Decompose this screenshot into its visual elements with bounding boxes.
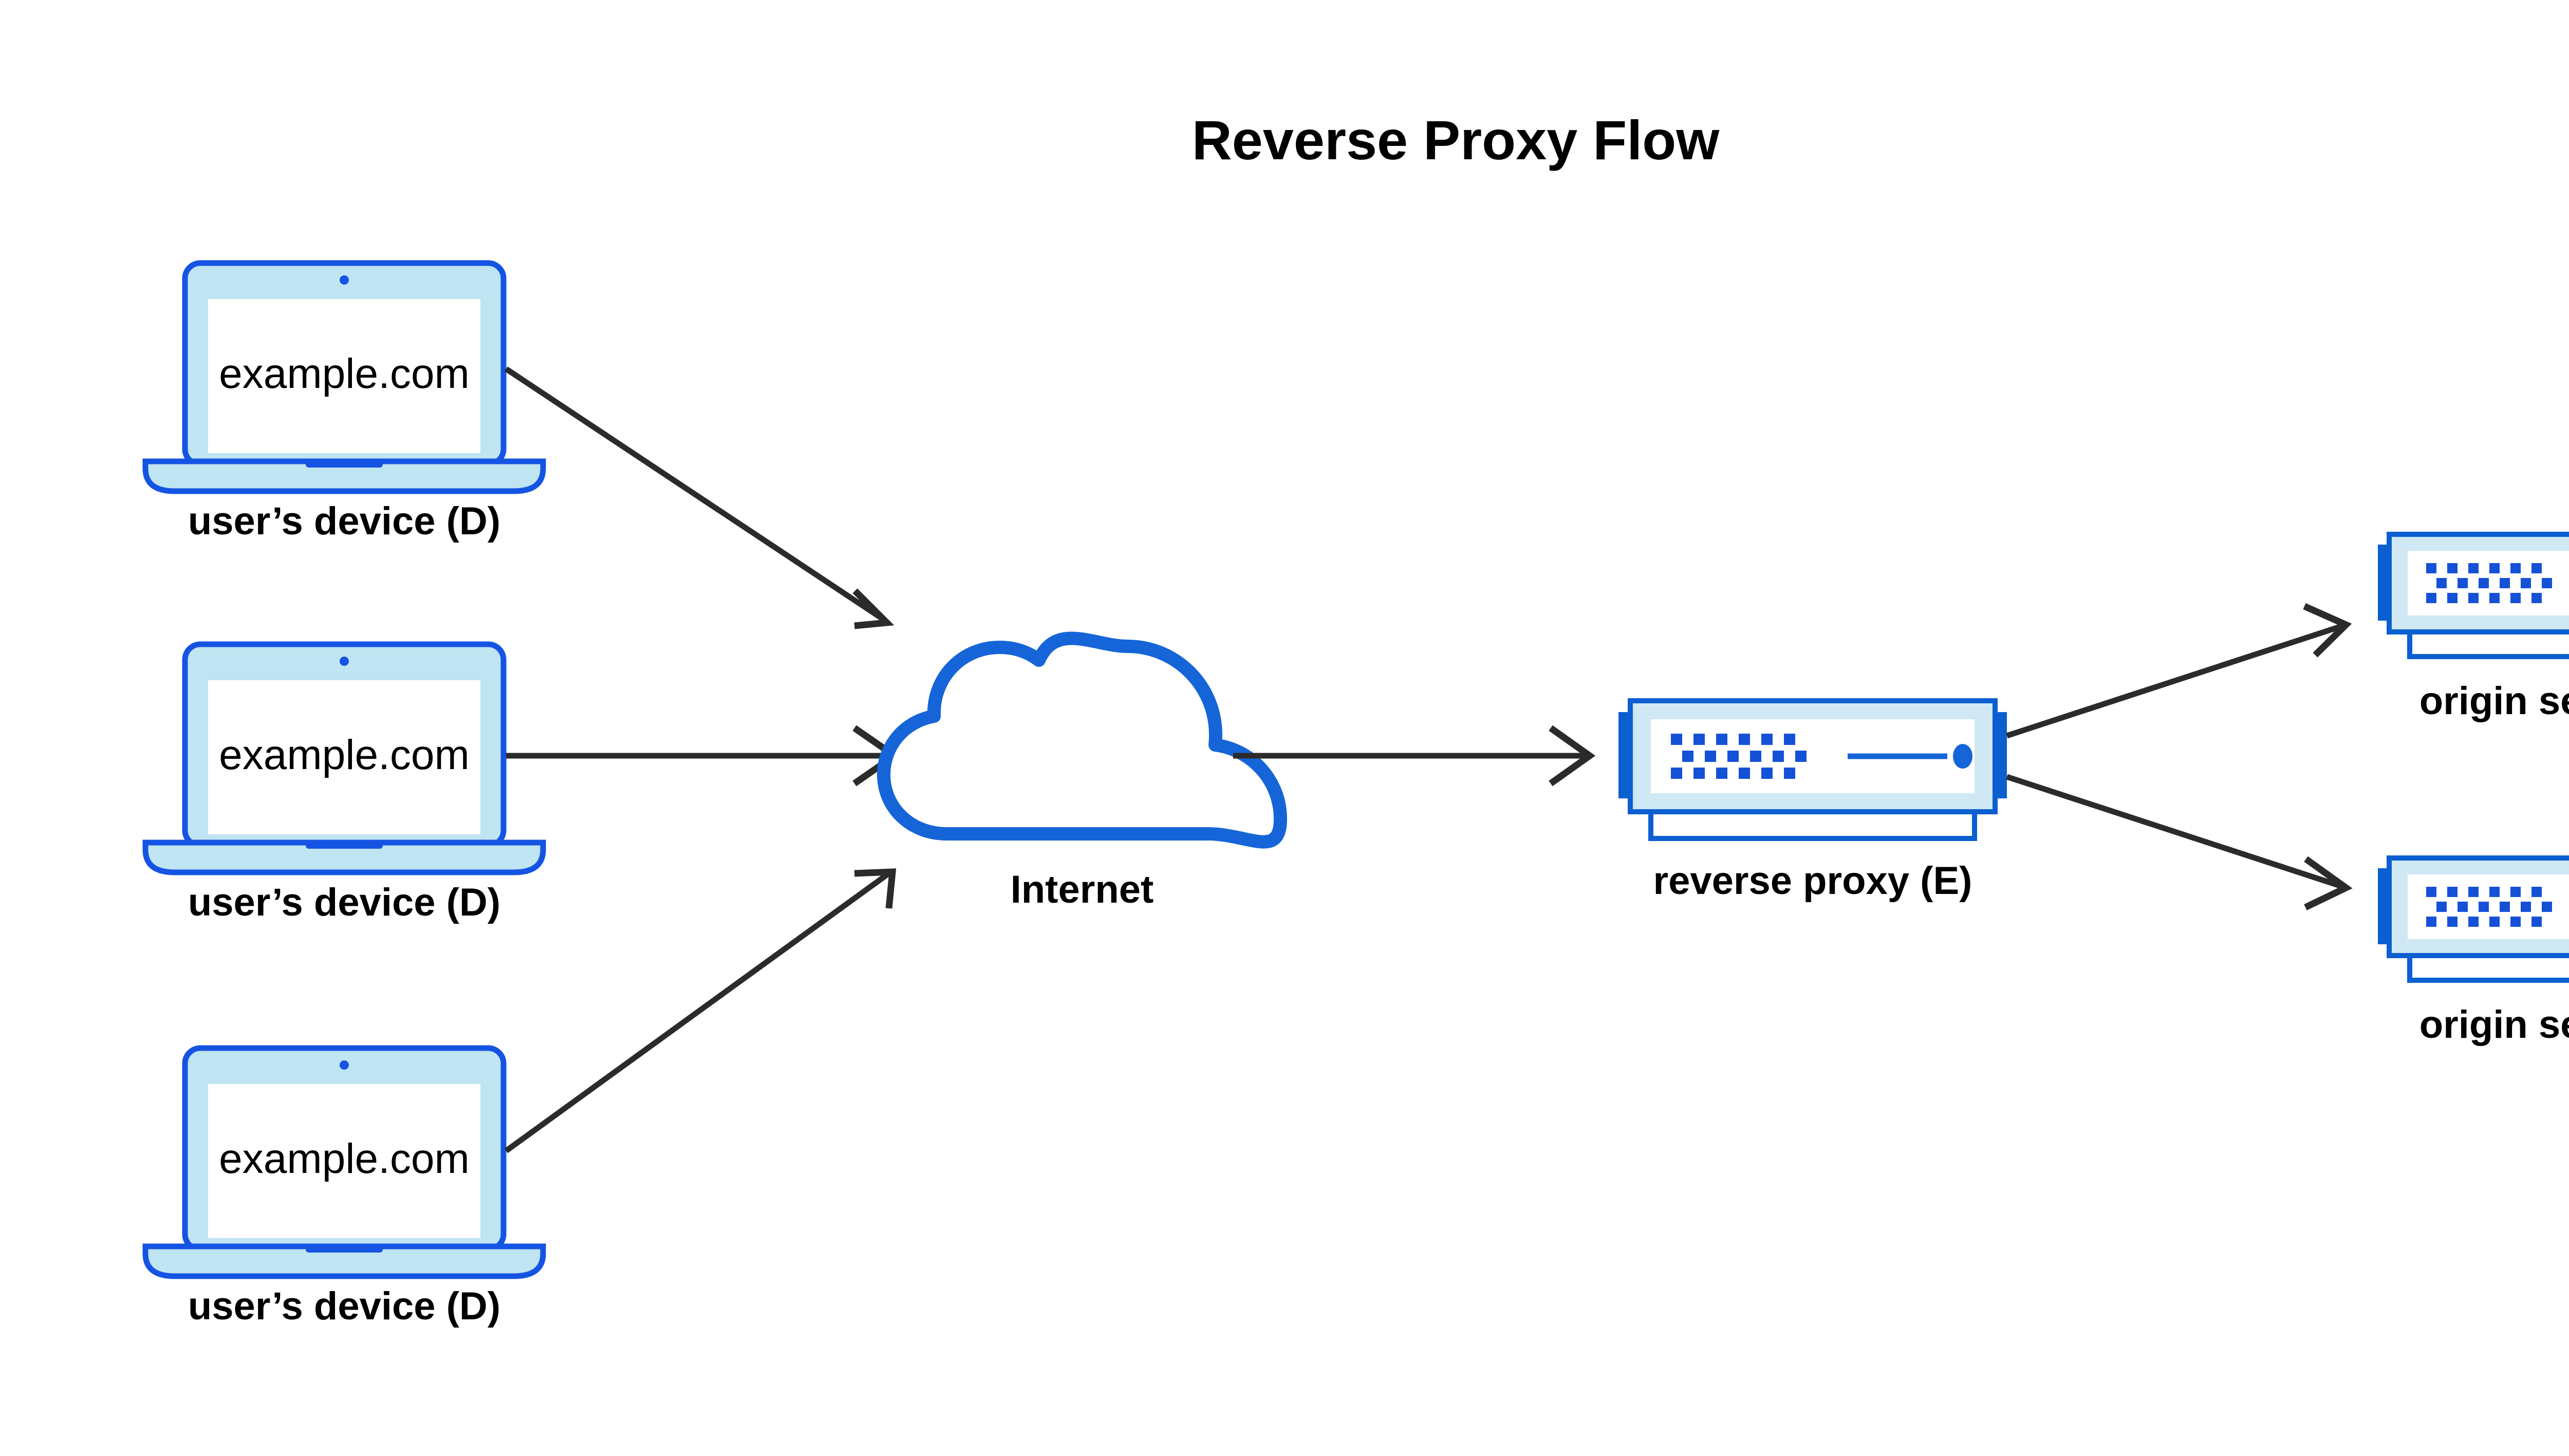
internet-node[interactable]: Internet <box>877 631 1287 911</box>
arrow-client1-to-internet <box>504 366 895 629</box>
server-icon <box>2378 855 2569 983</box>
server-icon <box>2378 532 2569 659</box>
reverse-proxy-node[interactable]: reverse proxy (E) <box>1618 698 2007 903</box>
laptop-icon <box>142 641 546 875</box>
arrow-proxy-to-origin1 <box>2006 603 2352 739</box>
origin-server-node-1[interactable]: origin server (F) <box>2378 532 2569 723</box>
origin-server-label-1: origin server (F) <box>2419 679 2569 723</box>
laptop-screen-text: example.com <box>219 350 470 397</box>
laptop-icon <box>142 260 546 494</box>
internet-label: Internet <box>1011 868 1154 911</box>
origin-server-node-2[interactable]: origin server (F) <box>2378 855 2569 1047</box>
client-node-1[interactable]: example.com user’s device (D) <box>142 260 546 543</box>
reverse-proxy-label: reverse proxy (E) <box>1653 859 1972 903</box>
server-icon <box>1618 698 2007 841</box>
arrow-internet-to-proxy <box>1233 725 1596 787</box>
client-label-2: user’s device (D) <box>188 881 500 924</box>
client-label-3: user’s device (D) <box>188 1284 500 1328</box>
cloud-icon <box>877 631 1287 849</box>
arrow-client3-to-internet <box>504 868 897 1153</box>
arrow-proxy-to-origin2 <box>2006 774 2353 910</box>
client-node-3[interactable]: example.com user’s device (D) <box>142 1045 546 1328</box>
laptop-screen-text: example.com <box>219 732 470 778</box>
client-label-1: user’s device (D) <box>188 499 500 543</box>
laptop-screen-text: example.com <box>219 1135 470 1182</box>
page-title: Reverse Proxy Flow <box>1192 109 1720 171</box>
client-node-2[interactable]: example.com user’s device (D) <box>142 641 546 924</box>
origin-server-label-2: origin server (F) <box>2419 1003 2569 1047</box>
laptop-icon <box>142 1045 546 1279</box>
arrow-client2-to-internet <box>506 725 901 787</box>
